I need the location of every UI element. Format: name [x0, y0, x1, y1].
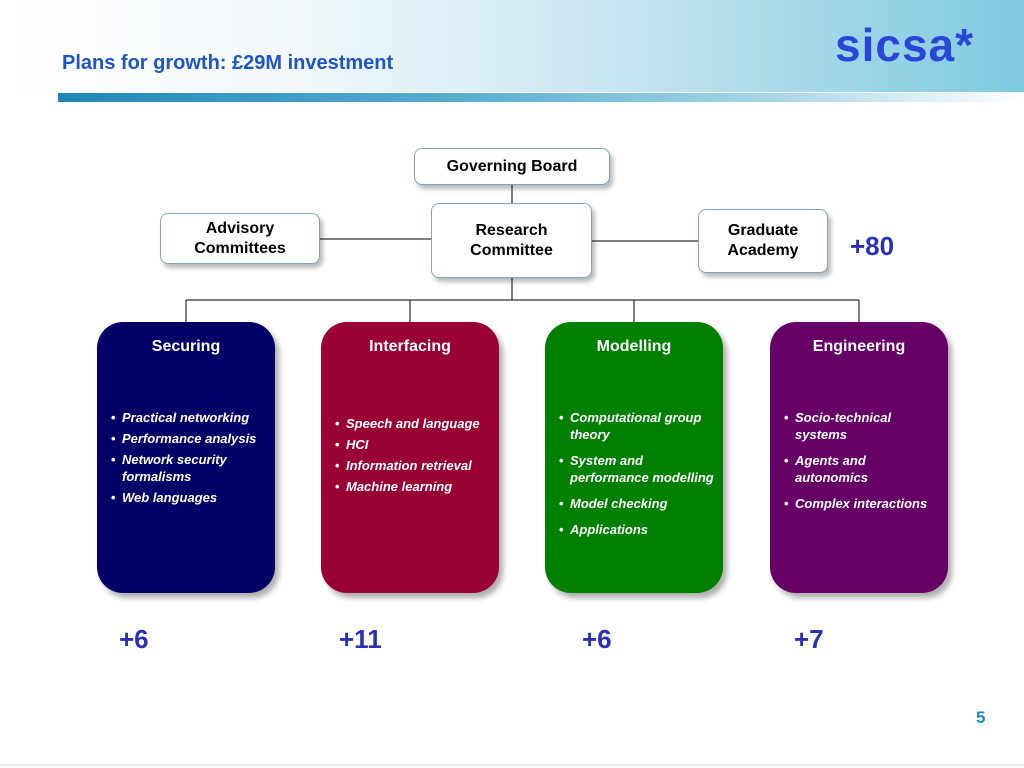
theme-topic-list: Computational group theory System and pe…	[559, 409, 715, 547]
theme-topic: Computational group theory	[559, 409, 715, 443]
theme-topic: Practical networking	[111, 409, 267, 426]
header-rule	[58, 93, 1024, 102]
theme-title: Engineering	[812, 338, 906, 355]
theme-engineering: Engineering Socio-technical systems Agen…	[770, 322, 948, 593]
theme-topic: Web languages	[111, 489, 267, 506]
theme-topic: HCI	[335, 436, 491, 453]
theme-title: Modelling	[596, 338, 672, 355]
governing-board-box: Governing Board	[414, 148, 610, 185]
theme-interfacing: Interfacing Speech and language HCI Info…	[321, 322, 499, 593]
theme-topic: System and performance modelling	[559, 452, 715, 486]
slide-title: Plans for growth: £29M investment	[62, 52, 394, 74]
theme-topic: Socio-technical systems	[784, 409, 940, 443]
engineering-count: +7	[794, 624, 824, 654]
graduate-academy-line-1: Graduate	[727, 222, 799, 239]
sicsa-logo: sicsa*	[835, 19, 975, 71]
graduate-academy-box: Graduate Academy	[698, 209, 828, 273]
header-band	[0, 0, 1024, 92]
theme-topic: Performance analysis	[111, 430, 267, 447]
theme-topic: Complex interactions	[784, 495, 940, 512]
graduate-academy-count: +80	[850, 231, 895, 261]
modelling-count: +6	[582, 624, 612, 654]
footer-line	[0, 764, 1024, 766]
interfacing-count: +11	[339, 624, 382, 654]
theme-topic: Model checking	[559, 495, 715, 512]
theme-topic: Agents and autonomics	[784, 452, 940, 486]
theme-topic-list: Speech and language HCI Information retr…	[335, 415, 491, 499]
securing-count: +6	[119, 624, 149, 654]
theme-modelling: Modelling Computational group theory Sys…	[545, 322, 723, 593]
research-committee-line-1: Research	[475, 221, 548, 239]
governing-board-label: Governing Board	[446, 157, 578, 175]
theme-securing: Securing Practical networking Performanc…	[97, 322, 275, 593]
theme-topic: Applications	[559, 521, 715, 538]
theme-topic-list: Practical networking Performance analysi…	[111, 409, 267, 510]
graduate-academy-line-2: Academy	[727, 242, 799, 259]
research-committee-box: Research Committee	[431, 203, 592, 278]
advisory-committees-line-2: Committees	[194, 239, 286, 257]
theme-title: Interfacing	[369, 338, 451, 355]
advisory-committees-box: Advisory Committees	[160, 213, 320, 264]
theme-topic: Speech and language	[335, 415, 491, 432]
theme-topic-list: Socio-technical systems Agents and auton…	[784, 409, 940, 521]
theme-topic: Network security formalisms	[111, 451, 267, 485]
theme-topic: Information retrieval	[335, 457, 491, 474]
theme-topic: Machine learning	[335, 478, 491, 495]
advisory-committees-line-1: Advisory	[205, 219, 275, 237]
theme-title: Securing	[151, 338, 221, 355]
page-number: 5	[976, 708, 986, 727]
research-committee-line-2: Committee	[470, 241, 553, 259]
